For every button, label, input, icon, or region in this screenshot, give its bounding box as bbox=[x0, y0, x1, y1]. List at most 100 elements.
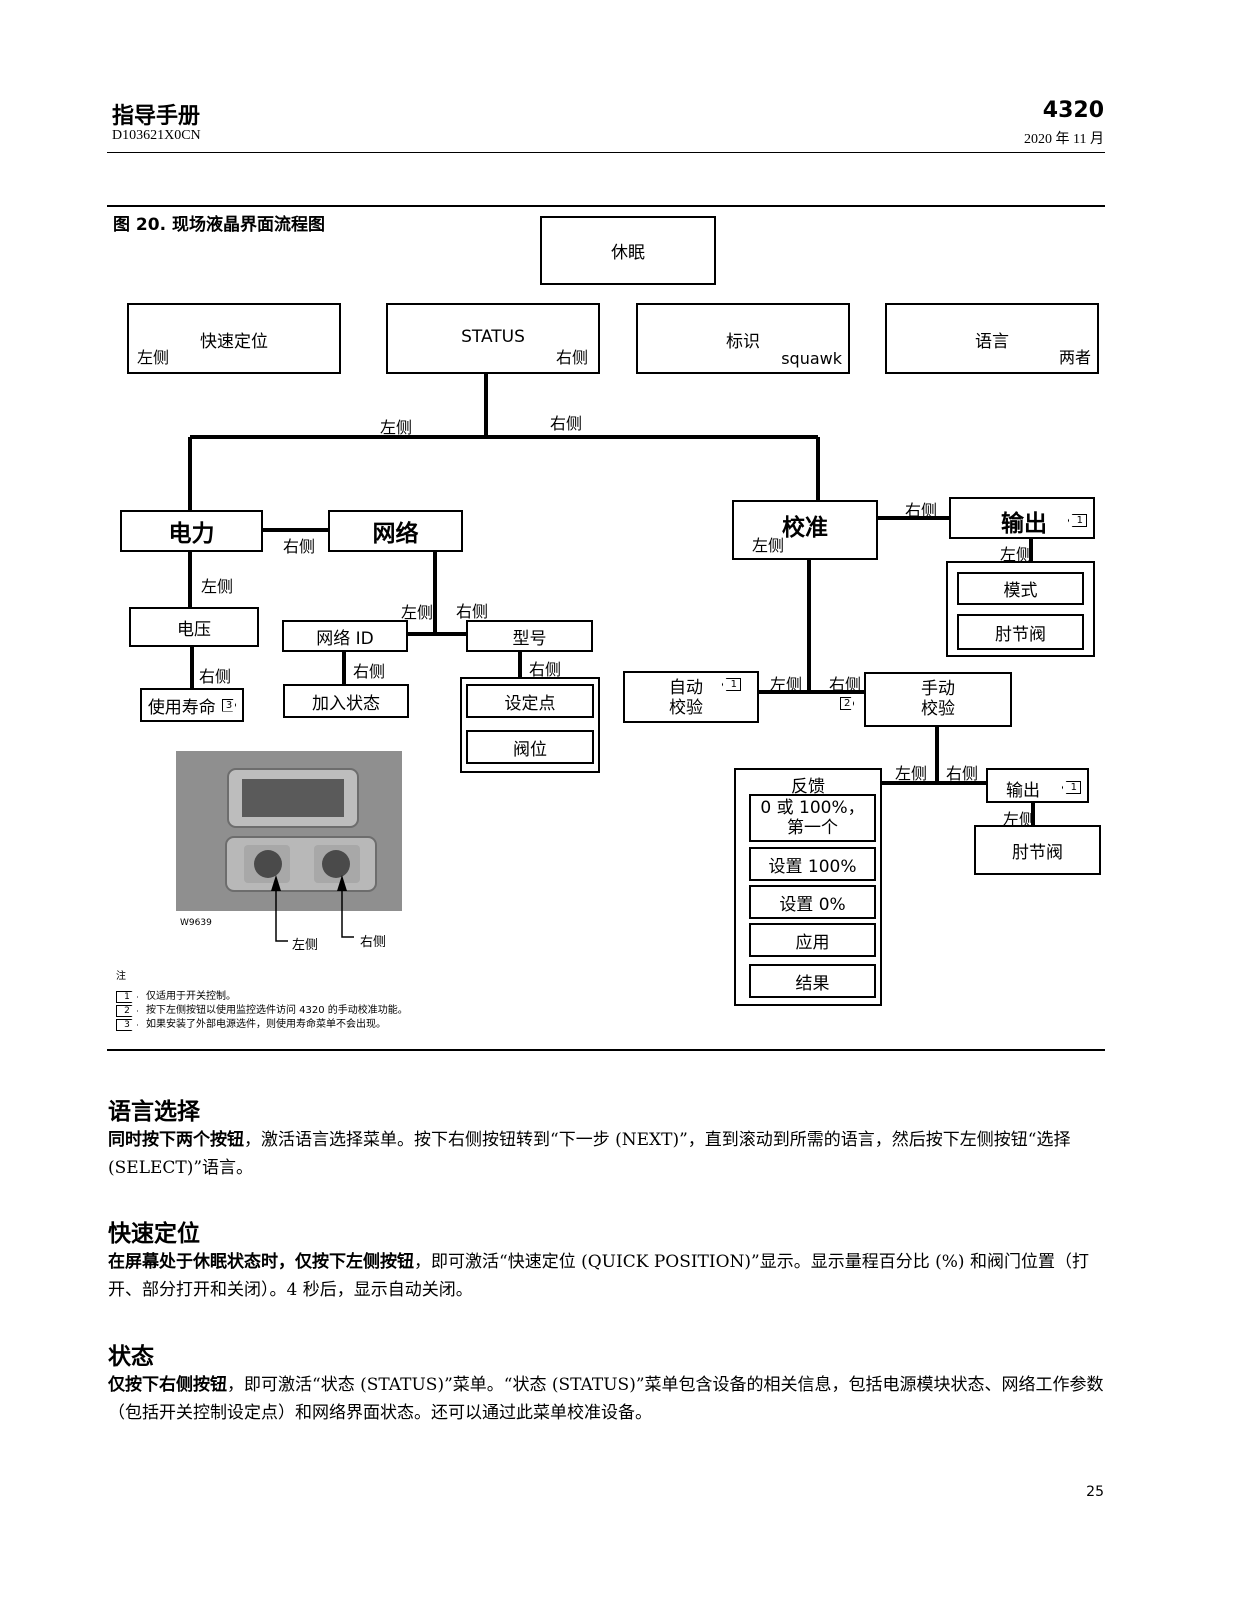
calibration-right-label: 右侧 bbox=[905, 501, 938, 520]
note-1-flag-icon: 1 bbox=[1067, 514, 1087, 527]
header-rule bbox=[107, 152, 1105, 153]
tag-title: 标识 bbox=[726, 332, 760, 352]
mode-box: 模式 bbox=[957, 572, 1084, 605]
calibration-left-label: 左侧 bbox=[752, 536, 785, 555]
note-1-icon: 1 bbox=[116, 991, 138, 1003]
output-box-1: 输出 1 bbox=[949, 497, 1095, 539]
voltage-right-label: 右侧 bbox=[199, 667, 232, 686]
device-buttons-illustration bbox=[176, 751, 402, 911]
power-box: 电力 bbox=[120, 510, 263, 552]
network-left-label: 左侧 bbox=[401, 603, 434, 622]
publish-date: 2020 年 11 月 bbox=[1024, 132, 1104, 147]
output-menu-group: 模式 肘节阀 bbox=[946, 561, 1095, 657]
manual-right-label: 右侧 bbox=[829, 675, 862, 694]
tag-sub: squawk bbox=[781, 349, 842, 368]
elbow-valve-box-1: 肘节阀 bbox=[957, 614, 1084, 650]
section-quick-text: ，即可激活“快速定位 (QUICK POSITION)”显示。显示量程百分比 (… bbox=[108, 1252, 1089, 1300]
document-id: D103621X0CN bbox=[112, 128, 201, 143]
language-title: 语言 bbox=[975, 332, 1009, 352]
elbow-valve-2-label: 肘节阀 bbox=[1012, 842, 1063, 863]
quick-position-title: 快速定位 bbox=[200, 332, 268, 352]
setpoint-box: 设定点 bbox=[466, 684, 594, 718]
status-box: STATUS 右侧 bbox=[386, 303, 600, 374]
sleep-box: 休眠 bbox=[540, 216, 716, 285]
section-quick-bold: 在屏幕处于休眠状态时，仅按下左侧按钮 bbox=[108, 1252, 414, 1272]
apply-box: 应用 bbox=[749, 923, 876, 957]
auto-note-1-flag-icon: 1 bbox=[721, 678, 741, 691]
network-label: 网络 bbox=[372, 521, 419, 547]
section-language-body: 同时按下两个按钮，激活语言选择菜单。按下右侧按钮转到“下一步 (NEXT)”，直… bbox=[108, 1126, 1108, 1182]
section-status-bold: 仅按下右侧按钮 bbox=[108, 1375, 227, 1395]
service-life-label: 使用寿命 bbox=[147, 697, 216, 718]
quick-position-box: 快速定位 左侧 bbox=[127, 303, 341, 374]
join-status-box: 加入状态 bbox=[283, 684, 409, 718]
mode-label: 模式 bbox=[1003, 581, 1038, 601]
notes-title: 注 bbox=[116, 971, 126, 982]
note-2-icon: 2 bbox=[116, 1005, 138, 1017]
language-sub: 两者 bbox=[1058, 348, 1091, 367]
photo-callout-lines bbox=[275, 879, 354, 942]
feedback-first-box: 0 或 100%， 第一个 bbox=[749, 794, 876, 842]
section-language-bold: 同时按下两个按钮 bbox=[108, 1130, 244, 1150]
output-box-2: 输出 1 bbox=[986, 768, 1089, 803]
output-2-note-flag-icon: 1 bbox=[1061, 781, 1081, 794]
language-box: 语言 两者 bbox=[885, 303, 1099, 374]
section-status-heading: 状态 bbox=[108, 1344, 154, 1370]
elbow-valve-1-label: 肘节阀 bbox=[995, 624, 1046, 645]
setpoint-label: 设定点 bbox=[504, 693, 556, 714]
network-id-box: 网络 ID bbox=[282, 620, 408, 652]
sleep-label: 休眠 bbox=[611, 243, 645, 263]
voltage-label: 电压 bbox=[177, 619, 211, 640]
manual-calibration-label: 手动 校验 bbox=[921, 679, 955, 719]
section-status-text: ，即可激活“状态 (STATUS)”菜单。“状态 (STATUS)”菜单包含设备… bbox=[108, 1375, 1104, 1423]
model-right-label: 右侧 bbox=[529, 660, 562, 679]
network-box: 网络 bbox=[328, 510, 463, 552]
feedback-label: 反馈 bbox=[791, 777, 825, 797]
note-3: 3 如果安装了外部电源选件，则使用寿命菜单不会出现。 bbox=[116, 1018, 408, 1032]
note-3-flag-icon: 3 bbox=[221, 698, 237, 712]
auto-calibration-box: 自动 校验 1 bbox=[623, 671, 759, 723]
note-2-text: 按下左侧按钮以使用监控选件访问 4320 的手动校准功能。 bbox=[146, 1005, 408, 1016]
network-right-label: 右侧 bbox=[456, 602, 489, 621]
photo-code: W9639 bbox=[180, 918, 212, 928]
status-sub: 右侧 bbox=[555, 348, 588, 367]
model-box: 型号 bbox=[466, 620, 593, 652]
page-number: 25 bbox=[1086, 1484, 1104, 1500]
note-1-text: 仅适用于开关控制。 bbox=[146, 991, 236, 1002]
feedback-menu-group: 反馈 0 或 100%， 第一个 设置 100% 设置 0% 应用 结果 bbox=[734, 768, 882, 1006]
status-title: STATUS bbox=[461, 327, 525, 347]
elbow-valve-box-2: 肘节阀 bbox=[974, 825, 1101, 875]
power-right-label: 右侧 bbox=[283, 537, 316, 556]
section-language-heading: 语言选择 bbox=[108, 1099, 200, 1125]
manual-right-label-2: 右侧 bbox=[946, 764, 979, 783]
valve-position-label: 阀位 bbox=[513, 739, 547, 760]
note-3-icon: 3 bbox=[116, 1019, 138, 1031]
manual-title: 指导手册 bbox=[112, 104, 201, 129]
manual-calibration-box: 手动 校验 bbox=[864, 672, 1012, 727]
note-1: 1 仅适用于开关控制。 bbox=[116, 990, 408, 1004]
apply-label: 应用 bbox=[795, 932, 830, 953]
result-label: 结果 bbox=[795, 973, 830, 994]
section-quick-heading: 快速定位 bbox=[108, 1221, 200, 1247]
photo-right-button-label: 右侧 bbox=[360, 935, 387, 950]
output-2-left-label: 左侧 bbox=[1003, 810, 1036, 829]
output-1-label: 输出 bbox=[1001, 511, 1047, 537]
power-label: 电力 bbox=[168, 521, 215, 547]
set-0-label: 设置 0% bbox=[779, 894, 846, 915]
auto-left-label: 左侧 bbox=[770, 675, 803, 694]
calibration-label: 校准 bbox=[782, 515, 828, 541]
status-branch-right: 右侧 bbox=[550, 414, 583, 433]
manual-left-label: 左侧 bbox=[895, 764, 928, 783]
note-3-text: 如果安装了外部电源选件，则使用寿命菜单不会出现。 bbox=[146, 1019, 386, 1030]
photo-left-button-label: 左侧 bbox=[292, 938, 319, 953]
voltage-box: 电压 bbox=[129, 607, 259, 647]
feedback-first-label: 0 或 100%， 第一个 bbox=[760, 798, 865, 838]
status-branch-left: 左侧 bbox=[380, 418, 413, 437]
note-2-flag-icon: 2 bbox=[840, 697, 855, 710]
tag-box: 标识 squawk bbox=[636, 303, 850, 374]
power-left-label: 左侧 bbox=[201, 577, 234, 596]
model-label: 型号 bbox=[512, 628, 547, 649]
set-100-label: 设置 100% bbox=[768, 856, 857, 877]
section-quick-body: 在屏幕处于休眠状态时，仅按下左侧按钮，即可激活“快速定位 (QUICK POSI… bbox=[108, 1248, 1108, 1304]
